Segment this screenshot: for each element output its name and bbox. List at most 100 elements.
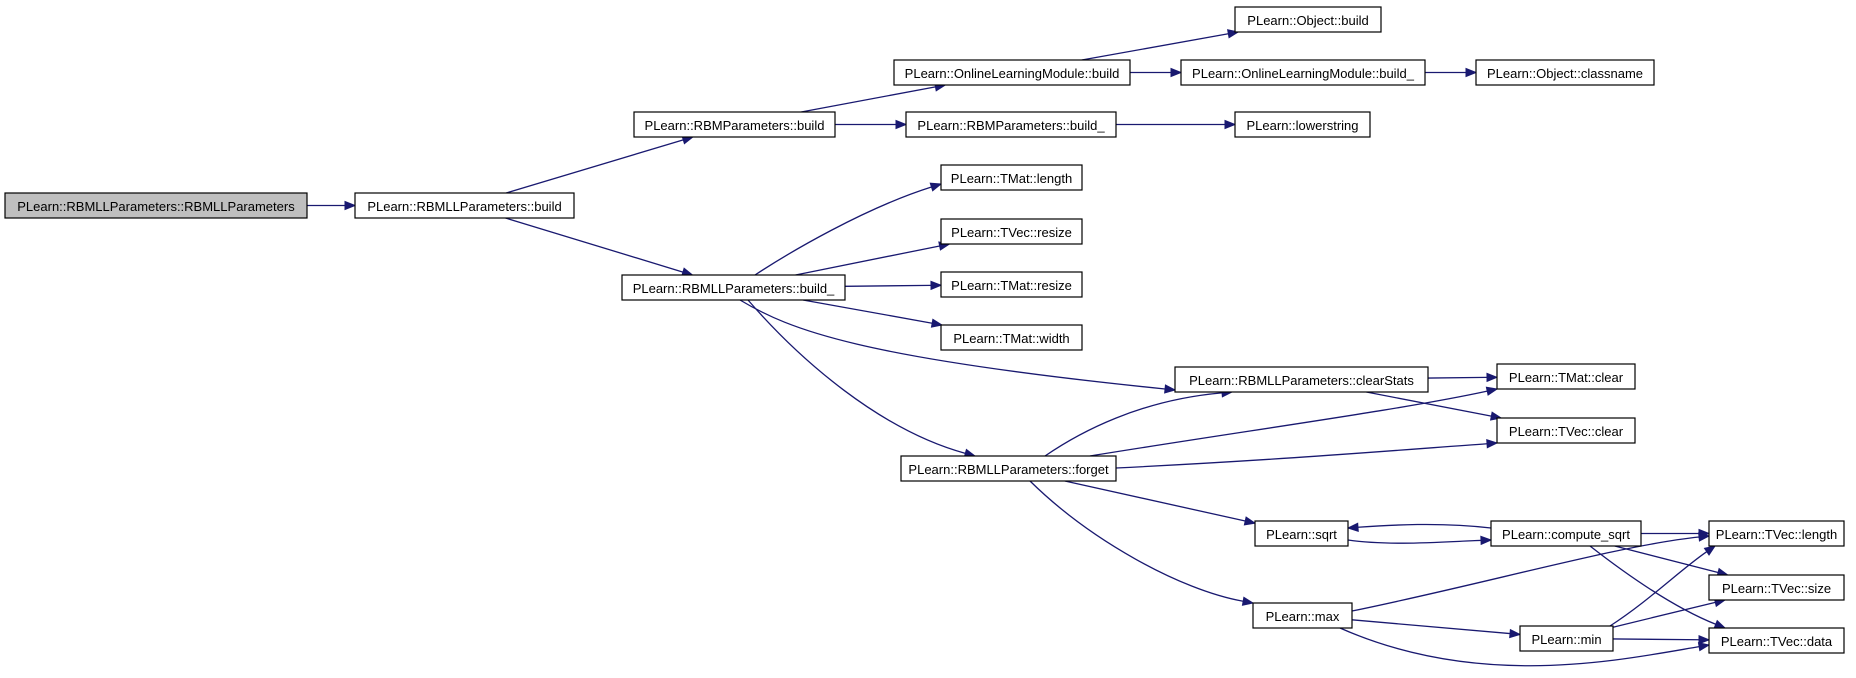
node-plearn-tmat-width[interactable]: PLearn::TMat::width bbox=[940, 324, 1083, 351]
arrowhead bbox=[1243, 516, 1257, 526]
arrowhead bbox=[1486, 439, 1499, 449]
edge-plearn-rbmllparameters-build-to-plearn-tmat-length bbox=[754, 182, 943, 276]
node-label: PLearn::max bbox=[1266, 609, 1340, 624]
node-label: PLearn::lowerstring bbox=[1247, 118, 1359, 133]
node-plearn-tvec-clear[interactable]: PLearn::TVec::clear bbox=[1496, 417, 1636, 444]
edge-plearn-rbmllparameters-build-to-plearn-rbmllparameters-build bbox=[505, 217, 694, 277]
node-label: PLearn::RBMParameters::build_ bbox=[917, 118, 1105, 133]
edge-plearn-rbmllparameters-build-to-plearn-rbmparameters-build bbox=[505, 135, 695, 194]
arrowhead bbox=[1697, 642, 1711, 652]
node-plearn-rbmparameters-build[interactable]: PLearn::RBMParameters::build bbox=[633, 111, 836, 138]
edge-plearn-rbmllparameters-build-to-plearn-tmat-width bbox=[802, 299, 944, 328]
node-box bbox=[893, 59, 1131, 86]
arrowhead bbox=[1485, 386, 1499, 396]
node-plearn-max[interactable]: PLearn::max bbox=[1252, 602, 1353, 629]
arrowhead bbox=[895, 119, 908, 130]
edge-plearn-onlinelearningmodule-build-to-plearn-onlinelearningmodule-build bbox=[1130, 67, 1183, 78]
node-label: PLearn::compute_sqrt bbox=[1502, 527, 1630, 542]
node-box bbox=[354, 192, 575, 219]
node-plearn-tvec-resize[interactable]: PLearn::TVec::resize bbox=[940, 218, 1083, 245]
arrowhead bbox=[1164, 384, 1177, 394]
node-plearn-sqrt[interactable]: PLearn::sqrt bbox=[1254, 520, 1349, 547]
arrowhead bbox=[1698, 635, 1711, 645]
arrowhead bbox=[930, 280, 943, 291]
node-box bbox=[900, 455, 1117, 482]
edge-plearn-max-to-plearn-tvec-length bbox=[1351, 532, 1711, 612]
arrowhead bbox=[344, 200, 357, 211]
node-label: PLearn::TMat::length bbox=[951, 171, 1072, 186]
edge-plearn-rbmparameters-build-to-plearn-lowerstring bbox=[1116, 119, 1237, 130]
node-plearn-onlinelearningmodule-build[interactable]: PLearn::OnlineLearningModule::build bbox=[893, 59, 1131, 86]
node-plearn-rbmparameters-build[interactable]: PLearn::RBMParameters::build_ bbox=[905, 111, 1117, 138]
arrowhead bbox=[1346, 522, 1359, 532]
node-plearn-rbmllparameters-rbmllparameters[interactable]: PLearn::RBMLLParameters::RBMLLParameters bbox=[4, 192, 308, 219]
arrowhead bbox=[1486, 372, 1499, 383]
arrowhead bbox=[929, 182, 943, 192]
node-label: PLearn::TVec::clear bbox=[1509, 424, 1624, 439]
node-plearn-rbmllparameters-build[interactable]: PLearn::RBMLLParameters::build bbox=[354, 192, 575, 219]
node-label: PLearn::RBMLLParameters::build_ bbox=[633, 281, 835, 296]
arrowhead bbox=[1703, 545, 1717, 556]
node-plearn-tmat-clear[interactable]: PLearn::TMat::clear bbox=[1496, 363, 1636, 390]
node-box bbox=[4, 192, 308, 219]
node-label: PLearn::Object::build bbox=[1247, 13, 1368, 28]
node-plearn-tmat-length[interactable]: PLearn::TMat::length bbox=[940, 164, 1083, 191]
node-box bbox=[1234, 111, 1371, 138]
node-label: PLearn::RBMLLParameters::forget bbox=[908, 462, 1109, 477]
node-plearn-object-classname[interactable]: PLearn::Object::classname bbox=[1475, 59, 1655, 86]
node-label: PLearn::RBMLLParameters::build bbox=[367, 199, 561, 214]
node-label: PLearn::RBMLLParameters::clearStats bbox=[1189, 373, 1414, 388]
arrowhead bbox=[1224, 119, 1237, 130]
node-plearn-rbmllparameters-clearstats[interactable]: PLearn::RBMLLParameters::clearStats bbox=[1174, 366, 1429, 393]
edge-plearn-rbmllparameters-clearstats-to-plearn-tmat-clear bbox=[1427, 372, 1499, 383]
node-plearn-compute-sqrt[interactable]: PLearn::compute_sqrt bbox=[1490, 520, 1642, 547]
node-box bbox=[1234, 6, 1382, 33]
node-box bbox=[1708, 520, 1845, 547]
edges-layer bbox=[307, 29, 1730, 667]
edge-plearn-rbmllparameters-forget-to-plearn-tmat-clear bbox=[1089, 386, 1499, 457]
node-plearn-onlinelearningmodule-build[interactable]: PLearn::OnlineLearningModule::build_ bbox=[1180, 59, 1426, 86]
node-plearn-tmat-resize[interactable]: PLearn::TMat::resize bbox=[940, 271, 1083, 298]
arrowhead bbox=[930, 318, 944, 328]
edge-plearn-rbmllparameters-build-to-plearn-tmat-resize bbox=[844, 280, 943, 291]
edge-plearn-rbmllparameters-build-to-plearn-rbmllparameters-forget bbox=[747, 299, 977, 458]
edge-plearn-onlinelearningmodule-build-to-plearn-object-build bbox=[1081, 29, 1240, 61]
node-label: PLearn::TVec::data bbox=[1721, 634, 1833, 649]
edge-plearn-rbmllparameters-rbmllparameters-to-plearn-rbmllparameters-build bbox=[307, 200, 357, 211]
node-plearn-tvec-size[interactable]: PLearn::TVec::size bbox=[1708, 574, 1845, 601]
node-plearn-rbmllparameters-forget[interactable]: PLearn::RBMLLParameters::forget bbox=[900, 455, 1117, 482]
node-label: PLearn::min bbox=[1531, 632, 1601, 647]
node-box bbox=[940, 164, 1083, 191]
edge-plearn-rbmllparameters-forget-to-plearn-rbmllparameters-clearstats bbox=[1044, 388, 1234, 457]
edge-plearn-min-to-plearn-tvec-data bbox=[1612, 635, 1711, 645]
node-plearn-min[interactable]: PLearn::min bbox=[1519, 625, 1614, 652]
node-label: PLearn::TVec::resize bbox=[951, 225, 1072, 240]
node-plearn-lowerstring[interactable]: PLearn::lowerstring bbox=[1234, 111, 1371, 138]
node-label: PLearn::RBMParameters::build bbox=[645, 118, 825, 133]
edge-plearn-compute-sqrt-to-plearn-tvec-data bbox=[1589, 545, 1727, 629]
node-box bbox=[621, 274, 846, 301]
edge-plearn-rbmllparameters-build-to-plearn-tvec-resize bbox=[795, 241, 951, 276]
edge-plearn-compute-sqrt-to-plearn-sqrt bbox=[1346, 522, 1492, 532]
node-label: PLearn::OnlineLearningModule::build_ bbox=[1192, 66, 1415, 81]
node-box bbox=[940, 324, 1083, 351]
edge-plearn-sqrt-to-plearn-compute-sqrt bbox=[1347, 535, 1493, 546]
edge-plearn-rbmllparameters-forget-to-plearn-tvec-clear bbox=[1115, 439, 1499, 469]
edge-plearn-rbmllparameters-forget-to-plearn-sqrt bbox=[1064, 480, 1257, 526]
node-plearn-tvec-length[interactable]: PLearn::TVec::length bbox=[1708, 520, 1845, 547]
node-box bbox=[1174, 366, 1429, 393]
node-plearn-tvec-data[interactable]: PLearn::TVec::data bbox=[1708, 627, 1845, 654]
node-plearn-object-build[interactable]: PLearn::Object::build bbox=[1234, 6, 1382, 33]
node-plearn-rbmllparameters-build[interactable]: PLearn::RBMLLParameters::build_ bbox=[621, 274, 846, 301]
node-box bbox=[1708, 574, 1845, 601]
node-label: PLearn::TMat::width bbox=[953, 331, 1069, 346]
arrowhead bbox=[1465, 67, 1478, 78]
node-label: PLearn::RBMLLParameters::RBMLLParameters bbox=[17, 199, 295, 214]
node-label: PLearn::TMat::resize bbox=[951, 278, 1072, 293]
node-label: PLearn::TVec::length bbox=[1716, 527, 1837, 542]
node-box bbox=[1490, 520, 1642, 547]
node-box bbox=[940, 218, 1083, 245]
node-box bbox=[940, 271, 1083, 298]
node-box bbox=[1254, 520, 1349, 547]
